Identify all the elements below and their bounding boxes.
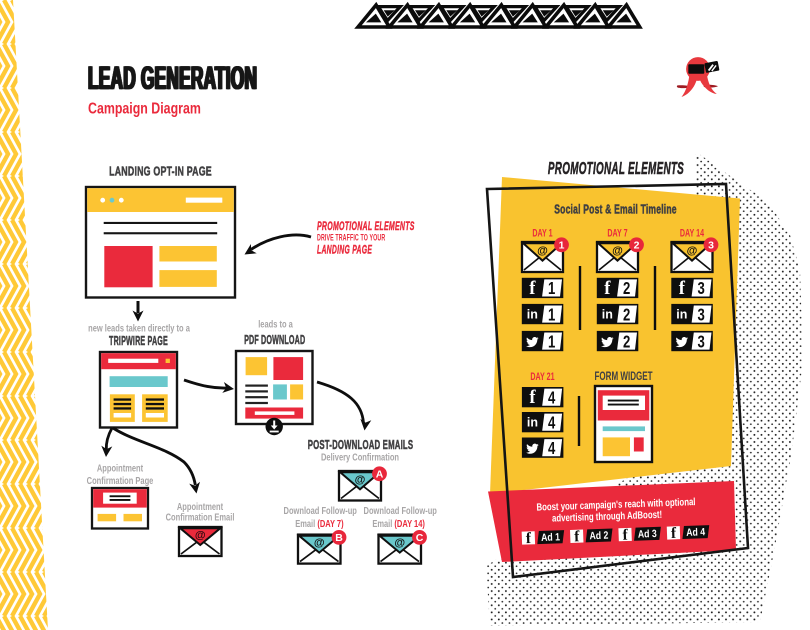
svg-text:LEAD GENERATION: LEAD GENERATION bbox=[87, 59, 256, 96]
svg-text:f: f bbox=[604, 279, 611, 299]
svg-text:in: in bbox=[676, 308, 687, 322]
svg-text:3: 3 bbox=[697, 279, 705, 298]
svg-text:@: @ bbox=[195, 530, 206, 542]
svg-text:DAY 7: DAY 7 bbox=[607, 227, 627, 239]
svg-text:Confirmation Page: Confirmation Page bbox=[87, 475, 154, 486]
svg-text:PDF DOWNLOAD: PDF DOWNLOAD bbox=[244, 334, 305, 348]
svg-text:DAY 14: DAY 14 bbox=[680, 227, 705, 239]
svg-text:TRIPWIRE PAGE: TRIPWIRE PAGE bbox=[109, 335, 168, 349]
svg-text:1: 1 bbox=[548, 333, 556, 352]
svg-text:2: 2 bbox=[634, 240, 640, 252]
svg-text:3: 3 bbox=[708, 240, 714, 252]
svg-text:leads to a: leads to a bbox=[258, 318, 293, 329]
svg-text:Ad 3: Ad 3 bbox=[638, 528, 658, 541]
svg-text:f: f bbox=[622, 527, 629, 544]
svg-text:Campaign Diagram: Campaign Diagram bbox=[88, 99, 201, 117]
svg-text:A: A bbox=[376, 469, 384, 481]
svg-text:@: @ bbox=[537, 245, 548, 257]
svg-text:new leads taken directly to a: new leads taken directly to a bbox=[88, 322, 191, 333]
svg-text:f: f bbox=[526, 530, 533, 547]
svg-text:FORM WIDGET: FORM WIDGET bbox=[594, 371, 652, 384]
svg-text:Delivery Confirmation: Delivery Confirmation bbox=[321, 451, 399, 462]
svg-text:@: @ bbox=[355, 474, 366, 486]
svg-text:3: 3 bbox=[697, 333, 705, 352]
svg-text:@: @ bbox=[612, 245, 623, 257]
svg-text:in: in bbox=[527, 416, 538, 430]
svg-text:Download Follow-up: Download Follow-up bbox=[284, 505, 358, 516]
svg-text:4: 4 bbox=[548, 414, 556, 433]
svg-text:advertising through AdBoost!: advertising through AdBoost! bbox=[552, 509, 662, 524]
svg-text:Email (DAY 7): Email (DAY 7) bbox=[295, 518, 343, 529]
svg-text:3: 3 bbox=[697, 306, 705, 325]
svg-text:f: f bbox=[574, 528, 581, 545]
svg-text:Ad 1: Ad 1 bbox=[541, 532, 561, 545]
svg-text:DRIVE TRAFFIC TO YOUR: DRIVE TRAFFIC TO YOUR bbox=[317, 232, 385, 243]
svg-text:Download Follow-up: Download Follow-up bbox=[364, 505, 438, 516]
svg-text:Social Post & Email Timeline: Social Post & Email Timeline bbox=[554, 203, 677, 217]
svg-text:@: @ bbox=[394, 537, 405, 549]
svg-text:PROMOTIONAL ELEMENTS: PROMOTIONAL ELEMENTS bbox=[548, 159, 684, 179]
svg-text:B: B bbox=[335, 532, 343, 544]
svg-text:DAY 1: DAY 1 bbox=[532, 227, 552, 239]
svg-text:POST-DOWNLOAD EMAILS: POST-DOWNLOAD EMAILS bbox=[308, 438, 414, 452]
svg-text:LEAD GENERATION: LEAD GENERATION bbox=[88, 59, 257, 96]
svg-text:1: 1 bbox=[548, 279, 556, 298]
svg-text:f: f bbox=[671, 525, 678, 542]
svg-text:2: 2 bbox=[623, 333, 630, 352]
svg-text:Appointment: Appointment bbox=[177, 501, 223, 512]
svg-text:2: 2 bbox=[623, 279, 630, 298]
svg-text:f: f bbox=[679, 279, 686, 299]
svg-text:Confirmation Email: Confirmation Email bbox=[166, 511, 235, 522]
svg-text:f: f bbox=[529, 279, 536, 299]
svg-text:4: 4 bbox=[548, 439, 556, 458]
svg-text:in: in bbox=[527, 308, 538, 322]
svg-text:Appointment: Appointment bbox=[97, 462, 143, 473]
svg-text:PROMOTIONAL ELEMENTS: PROMOTIONAL ELEMENTS bbox=[317, 220, 415, 233]
svg-text:Boost your campaign's reach wi: Boost your campaign's reach with optiona… bbox=[536, 496, 695, 513]
svg-text:@: @ bbox=[687, 245, 698, 257]
svg-text:LANDING OPT-IN PAGE: LANDING OPT-IN PAGE bbox=[109, 165, 212, 179]
svg-text:2: 2 bbox=[623, 306, 630, 325]
svg-text:1: 1 bbox=[559, 240, 565, 252]
svg-text:in: in bbox=[602, 308, 613, 322]
svg-text:@: @ bbox=[314, 537, 325, 549]
svg-text:LANDING PAGE: LANDING PAGE bbox=[317, 244, 372, 258]
svg-text:DAY 21: DAY 21 bbox=[530, 371, 554, 383]
svg-text:LEAD GENERATION: LEAD GENERATION bbox=[89, 59, 258, 96]
svg-text:C: C bbox=[416, 532, 424, 544]
svg-text:Ad 4: Ad 4 bbox=[686, 526, 706, 539]
svg-text:4: 4 bbox=[548, 389, 556, 408]
svg-text:Ad 2: Ad 2 bbox=[589, 530, 608, 543]
svg-text:Email (DAY 14): Email (DAY 14) bbox=[372, 518, 425, 529]
svg-text:f: f bbox=[529, 388, 536, 408]
svg-text:1: 1 bbox=[548, 306, 556, 325]
